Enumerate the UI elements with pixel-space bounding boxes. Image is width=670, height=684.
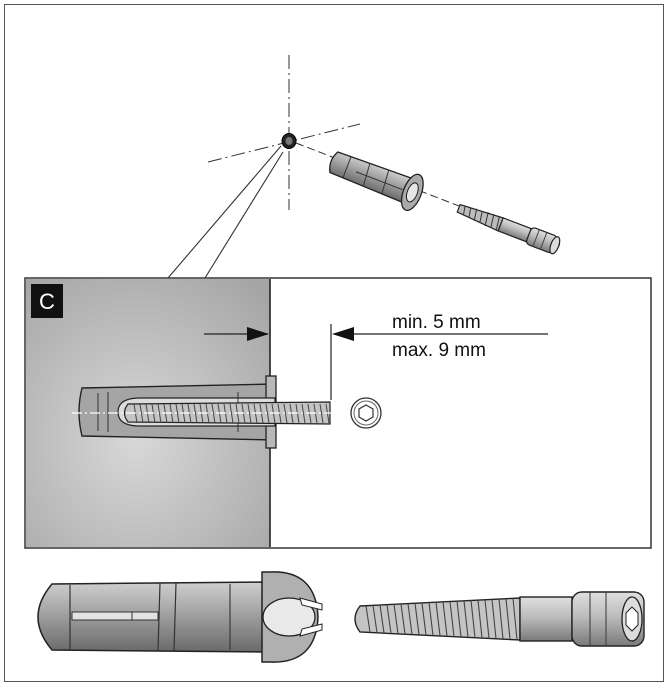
thread-line [484,599,490,639]
screw-perspective [456,203,561,255]
thread-line [247,403,252,424]
thread-line [319,403,324,424]
dim-arrow-left [247,327,269,341]
dimension-min-label: min. 5 mm [392,312,481,333]
drill-hole-inner [285,137,293,145]
thread-line [428,602,434,636]
thread-line [379,604,385,634]
thread-line [193,403,198,424]
thread-line [386,604,392,634]
thread-line [435,602,441,636]
thread-line [229,403,234,424]
thread-line [265,403,270,424]
thread-line [442,601,448,637]
thread-line [400,603,406,635]
thread-line [139,403,144,424]
top-perspective-view [167,55,561,279]
dimension-max-label: max. 9 mm [392,340,486,361]
bottom-parts [37,571,645,663]
thread-line [414,603,420,635]
detail-badge-label: C [39,289,55,314]
detail-c-panel: C min [24,277,652,549]
screw-shank [519,596,573,642]
zoom-leader-right [204,151,284,279]
thread-line [449,601,455,637]
thread-line [393,604,399,634]
thread-line [175,403,180,424]
detail-badge [31,284,63,318]
thread-line [301,403,306,424]
plug-side-view [37,571,323,663]
protrusion-dimension: min. 5 mm max. 9 mm [204,312,548,400]
zoom-leader-left [167,145,282,279]
thread-line [470,600,476,638]
thread-line [157,403,162,424]
thread-line [365,605,371,633]
thread-line [477,600,483,638]
thread-line [407,603,413,635]
thread-line [421,602,427,636]
thread-line [491,599,497,639]
plug-perspective [329,151,424,212]
screw-side-view [354,591,645,647]
hex-socket-end [625,606,639,632]
plug-slot [71,611,159,621]
thread-line [456,601,462,637]
screw-in-plug [123,401,331,425]
thread-line [498,598,504,640]
thread-line [505,598,511,640]
hex-socket-icon [350,397,382,429]
thread-line [283,403,288,424]
thread-line [463,600,469,638]
dim-arrow-right [332,327,354,341]
thread-line [372,605,378,633]
thread-line [512,598,518,640]
thread-line [211,403,216,424]
